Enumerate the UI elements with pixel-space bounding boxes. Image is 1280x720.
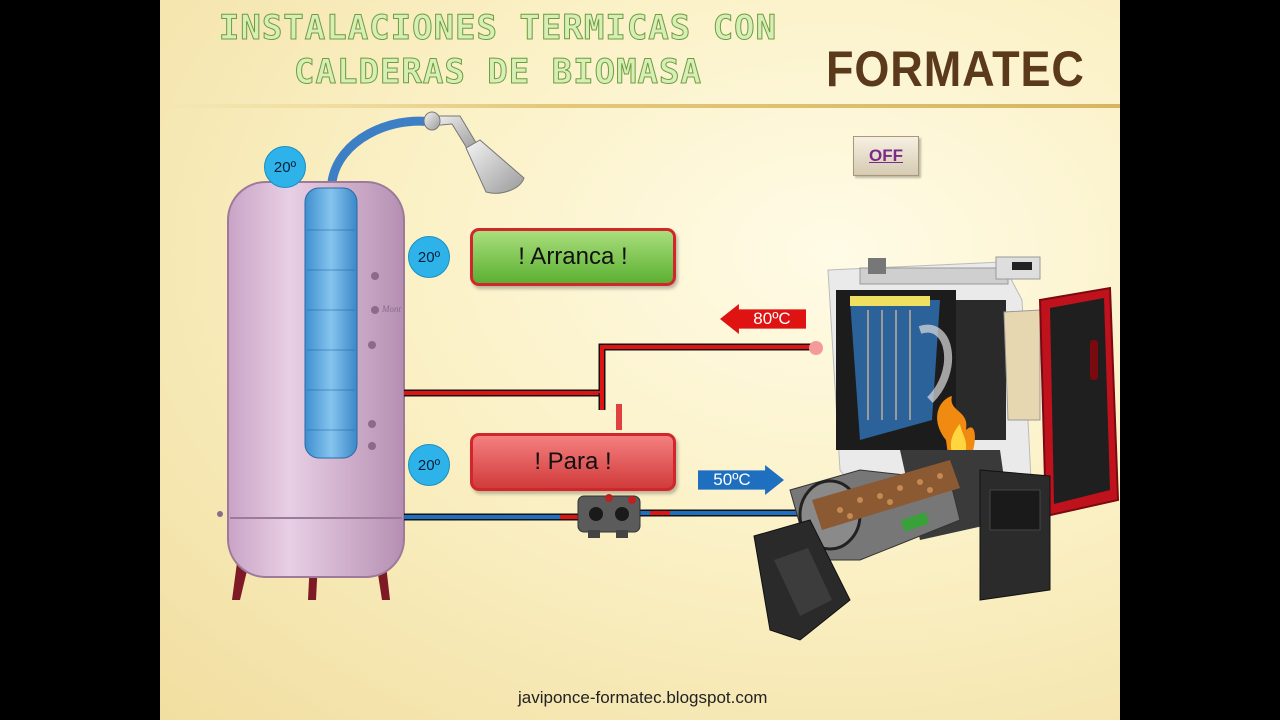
tank-label: Mont bbox=[381, 304, 401, 314]
header-divider bbox=[160, 104, 1120, 108]
water-tank: Mont bbox=[217, 181, 405, 578]
shower-head-icon bbox=[423, 111, 525, 194]
shower-hose bbox=[327, 116, 433, 183]
installation-diagram: Mont bbox=[217, 111, 1120, 641]
brand-logo: FORMATEC bbox=[826, 41, 1085, 97]
temperature-badge-bottom: 20º bbox=[408, 444, 450, 486]
pump-group-icon bbox=[577, 494, 641, 538]
hot-supply-pipe bbox=[404, 341, 823, 430]
off-button[interactable]: OFF bbox=[853, 136, 919, 176]
title-line-1: INSTALACIONES TERMICAS CON bbox=[218, 8, 778, 49]
temperature-badge-top: 20º bbox=[264, 146, 306, 188]
cold-return-pipe bbox=[404, 509, 800, 521]
temperature-badge-middle: 20º bbox=[408, 236, 450, 278]
footer-url: javiponce-formatec.blogspot.com bbox=[518, 688, 768, 707]
slide: Mont bbox=[160, 0, 1120, 720]
stop-button[interactable]: ! Para ! bbox=[470, 433, 676, 491]
biomass-boiler bbox=[753, 256, 1120, 641]
start-button[interactable]: ! Arranca ! bbox=[470, 228, 676, 286]
title-line-2: CALDERAS DE BIOMASA bbox=[294, 52, 702, 93]
